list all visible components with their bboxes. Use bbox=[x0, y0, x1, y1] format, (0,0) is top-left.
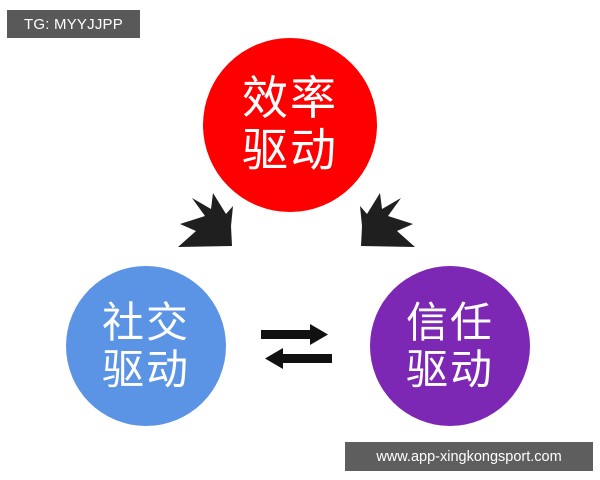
arrow-efficiency-to-social-icon bbox=[178, 193, 233, 247]
node-efficiency[interactable]: 效率 驱动 bbox=[203, 38, 377, 212]
site-watermark: www.app-xingkongsport.com bbox=[345, 442, 593, 471]
node-efficiency-line1: 效率 bbox=[242, 71, 338, 126]
node-social[interactable]: 社交 驱动 bbox=[66, 266, 226, 426]
node-social-line1: 社交 bbox=[101, 297, 190, 347]
node-efficiency-line2: 驱动 bbox=[242, 123, 338, 177]
arrow-efficiency-to-trust-icon bbox=[360, 193, 415, 247]
tg-handle-badge: TG: MYYJJPP bbox=[7, 10, 140, 38]
arrow-social-trust-bidirectional-icon bbox=[261, 324, 332, 369]
node-social-line2: 驱动 bbox=[101, 345, 190, 394]
node-trust-line2: 驱动 bbox=[405, 345, 494, 394]
node-trust[interactable]: 信任 驱动 bbox=[370, 266, 530, 426]
site-watermark-label: www.app-xingkongsport.com bbox=[376, 448, 562, 465]
node-trust-line1: 信任 bbox=[405, 297, 494, 347]
tg-handle-label: TG: MYYJJPP bbox=[24, 15, 123, 33]
